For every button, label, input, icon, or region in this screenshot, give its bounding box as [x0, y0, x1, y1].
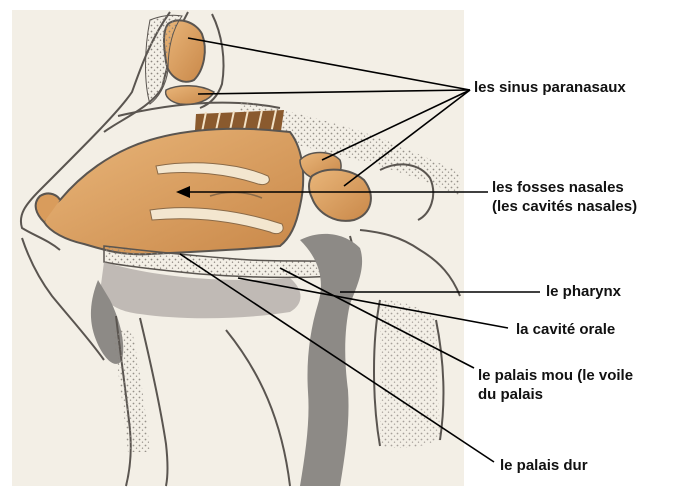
label-fosses-nasales: les fosses nasales (les cavités nasales) — [492, 178, 637, 216]
label-palais-mou-line1: le palais mou (le voile — [478, 366, 633, 385]
label-pharynx-text: le pharynx — [546, 282, 621, 301]
label-palais-dur: le palais dur — [500, 456, 588, 475]
label-palais-mou: le palais mou (le voile du palais — [478, 366, 633, 404]
label-palais-dur-text: le palais dur — [500, 456, 588, 475]
label-sinus-text: les sinus paranasaux — [474, 78, 626, 97]
label-fosses-line1: les fosses nasales — [492, 178, 637, 197]
label-pharynx: le pharynx — [546, 282, 621, 301]
label-palais-mou-line2: du palais — [478, 385, 633, 404]
label-sinus-paranasaux: les sinus paranasaux — [474, 78, 626, 97]
label-fosses-line2: (les cavités nasales) — [492, 197, 637, 216]
label-cavite-orale: la cavité orale — [516, 320, 615, 339]
label-cavite-orale-text: la cavité orale — [516, 320, 615, 339]
